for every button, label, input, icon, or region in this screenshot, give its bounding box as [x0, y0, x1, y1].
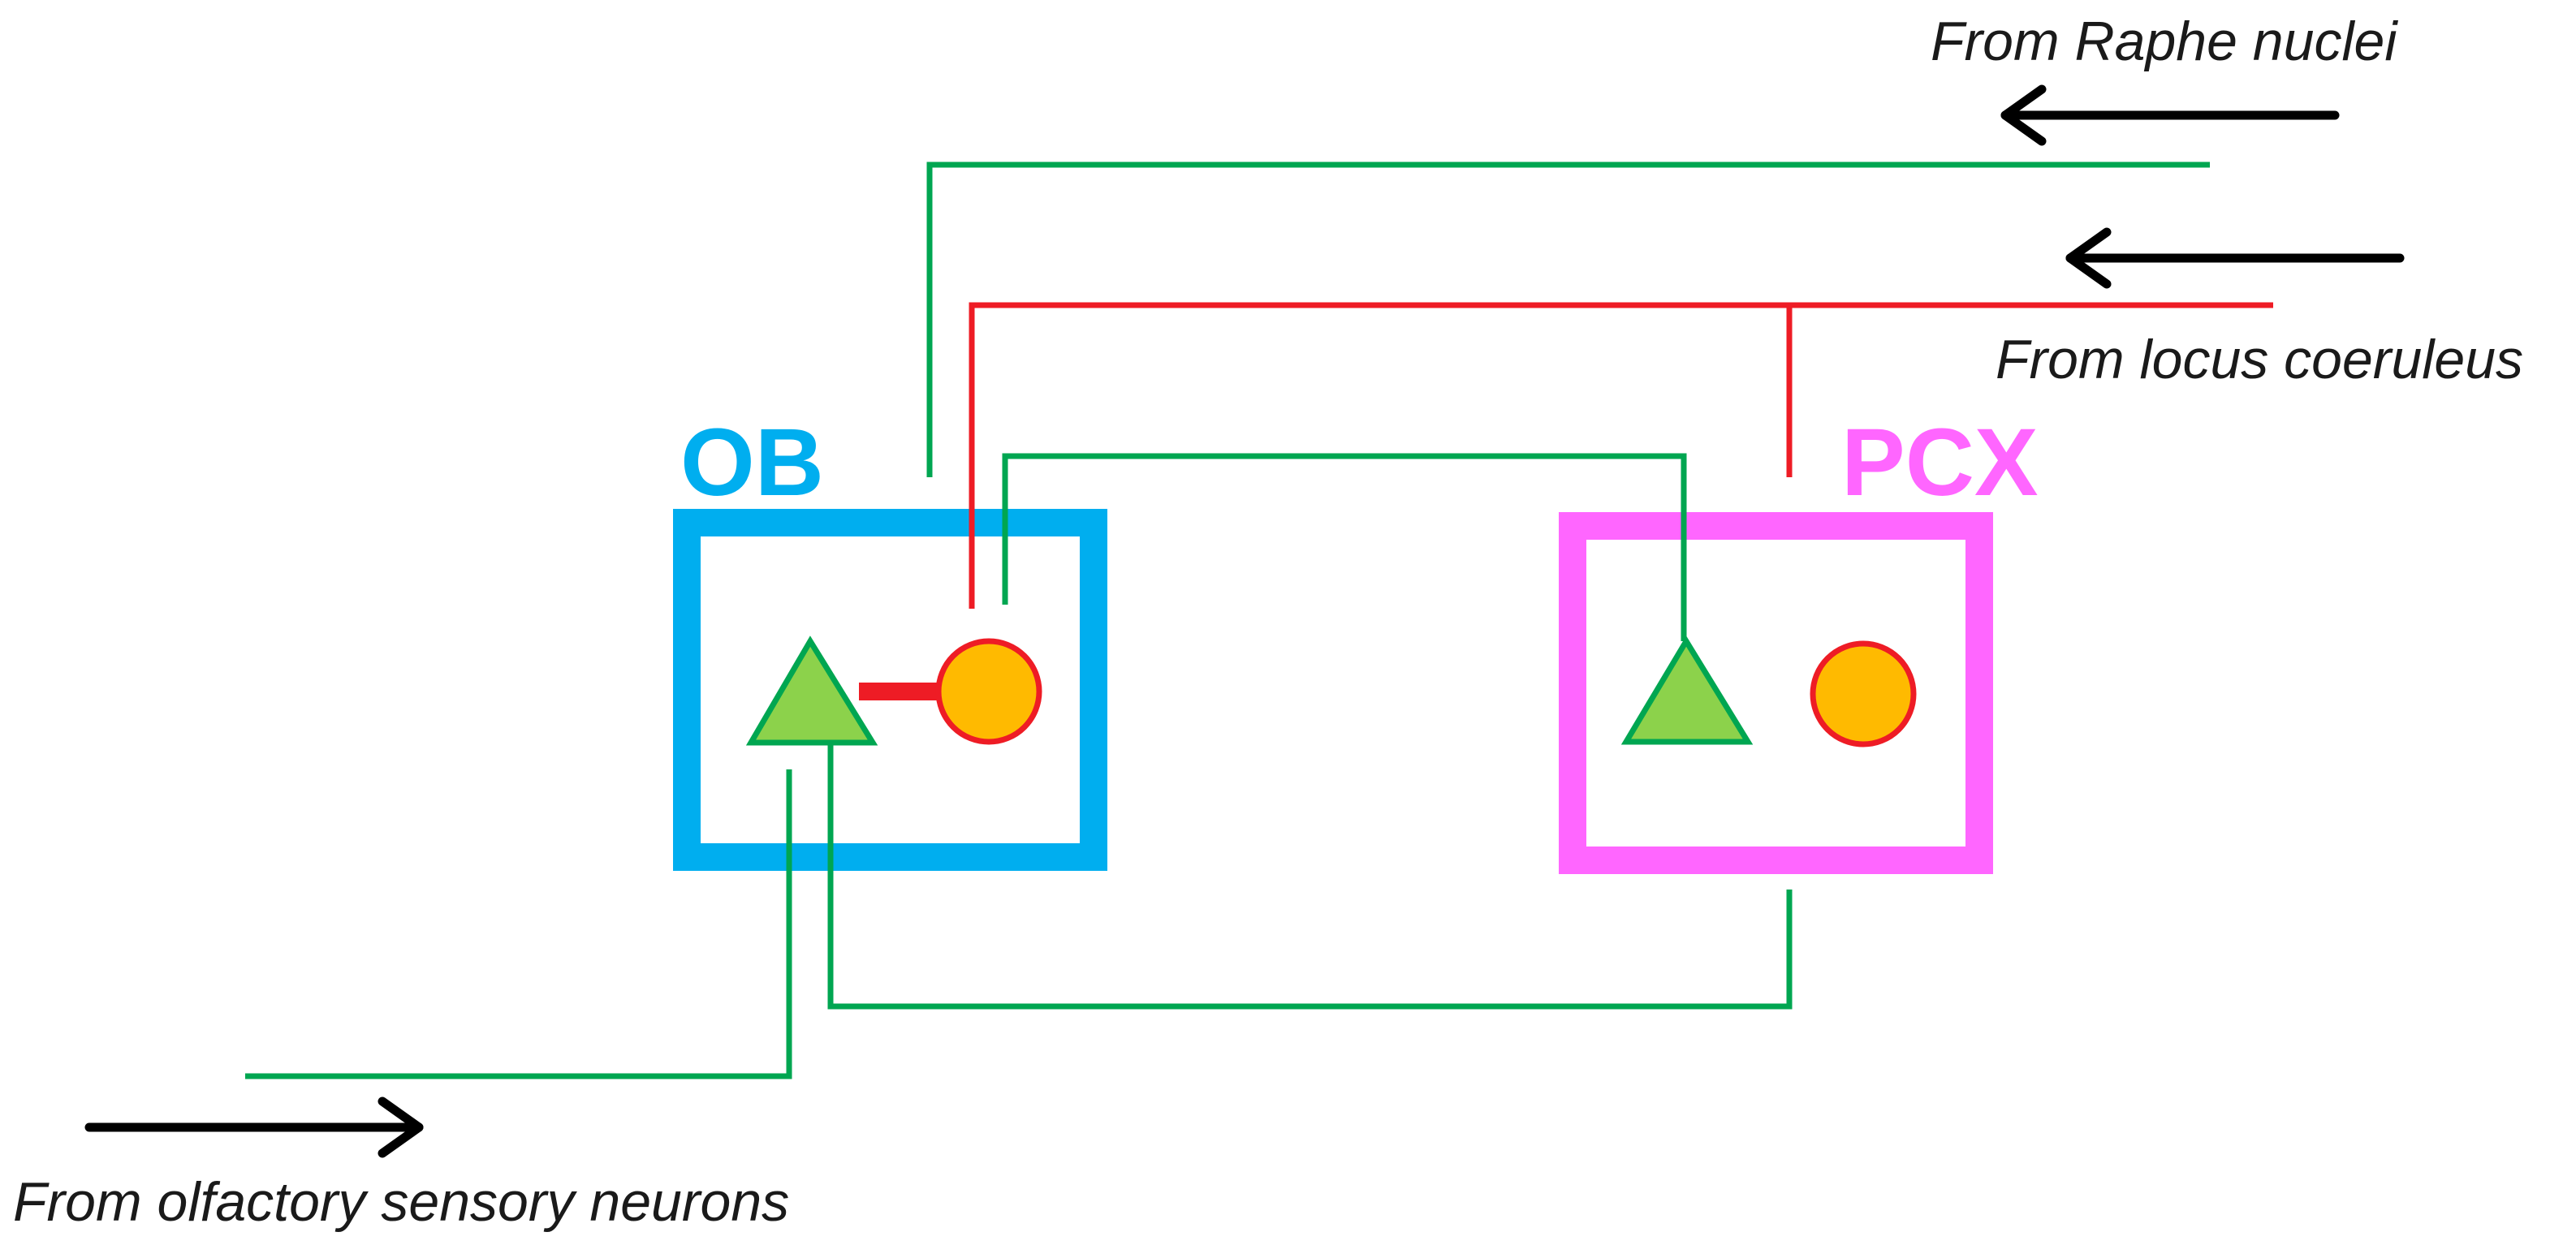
raphe-label: From Raphe nuclei: [1931, 11, 2398, 72]
ob-to-pcx-projection-path: [827, 739, 1793, 1010]
ob-box: [673, 509, 1107, 871]
raphe-arrow: [2000, 84, 2340, 146]
raphe-path: [926, 162, 2210, 477]
locus-coeruleus-path: [969, 302, 2273, 609]
ob-label: OB: [680, 409, 824, 516]
pcx-to-ob-feedback-path: [1002, 453, 1687, 641]
olfactory-sensory-path: [245, 769, 792, 1079]
olfactory-sensory-arrow: [84, 1096, 424, 1158]
olfactory-sensory-label: From olfactory sensory neurons: [13, 1171, 789, 1233]
locus-coeruleus-label: From locus coeruleus: [1996, 329, 2523, 390]
ob-granule-cell: [935, 638, 1042, 745]
pcx-interneuron: [1810, 640, 1917, 747]
pcx-label: PCX: [1841, 409, 2039, 516]
pcx-box: [1559, 512, 1993, 874]
ob-mitral-cell: [745, 635, 878, 746]
locus-coeruleus-arrow: [2065, 227, 2405, 289]
pcx-pyramidal-cell: [1620, 635, 1754, 745]
